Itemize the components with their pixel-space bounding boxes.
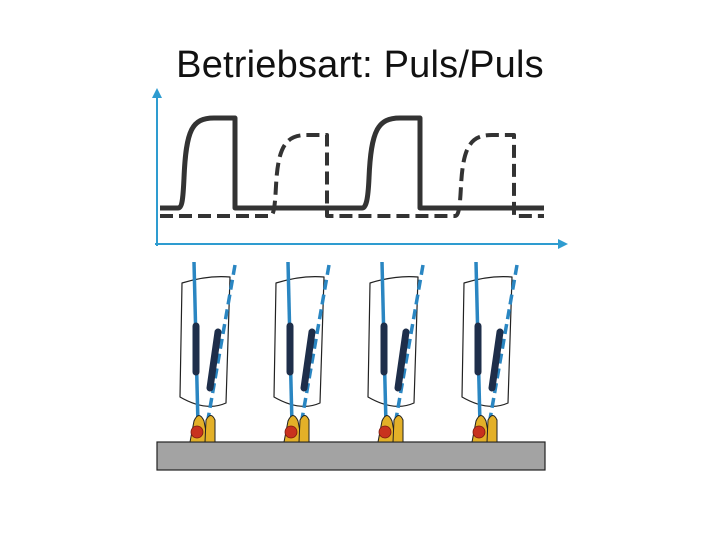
droplet-icon [486, 415, 498, 443]
diagram-title: Betriebsart: Puls/Puls [176, 44, 544, 86]
trail-contact-tube [488, 328, 504, 392]
droplet-icon [204, 415, 216, 443]
workpiece-plate-icon [156, 441, 546, 471]
trail-wire [393, 264, 425, 426]
trail-wire [205, 264, 237, 426]
waveform-dashed-trail-wire [160, 133, 544, 218]
welding-torch-icon [367, 261, 425, 443]
trail-contact-tube [206, 328, 222, 392]
trail-wire [487, 264, 519, 426]
droplet-core [190, 425, 204, 439]
waveforms [160, 115, 544, 218]
trail-contact-tube [300, 328, 316, 392]
waveform-solid-lead-wire [160, 115, 544, 211]
trail-contact-tube [394, 328, 410, 392]
welding-torch-icon [179, 261, 237, 443]
welding-torch-icon [273, 261, 331, 443]
droplet-core [472, 425, 486, 439]
droplet-icon [392, 415, 404, 443]
trail-wire [299, 264, 331, 426]
droplet-core [378, 425, 392, 439]
welding-torches [179, 261, 519, 443]
droplet-icon [298, 415, 310, 443]
axes [152, 88, 568, 249]
welding-torch-icon [461, 261, 519, 443]
droplet-core [284, 425, 298, 439]
